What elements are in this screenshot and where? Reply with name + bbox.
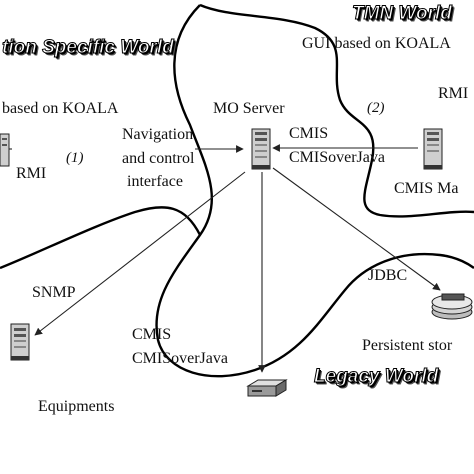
rmi-left-label: RMI	[16, 165, 47, 182]
application-world-boundary	[0, 206, 202, 270]
application-world-label: tion Specific World	[2, 37, 175, 58]
snmp-label: SNMP	[32, 284, 76, 301]
nav-line-1: Navigation	[122, 126, 194, 143]
jdbc-label: JDBC	[368, 267, 408, 284]
gui-right-label: GUI based on KOALA	[302, 35, 451, 52]
jdbc-arrow	[272, 167, 441, 291]
step-2-label: (2)	[367, 100, 385, 116]
gui-left-label: based on KOALA	[2, 100, 119, 117]
cmis-over-java-upper-label: CMISoverJava	[289, 149, 385, 166]
tmn-world-label: TMN World	[352, 3, 453, 24]
legacy-world-label: Legacy World	[313, 366, 439, 387]
rmi-right-label: RMI	[438, 85, 469, 102]
nav-line-2: and control	[122, 150, 195, 167]
database-icon	[431, 293, 473, 320]
legacy-device-icon	[246, 379, 288, 397]
step-1-label: (1)	[66, 150, 84, 166]
mo-server-icon	[251, 128, 271, 170]
cmis-manager-icon	[423, 128, 443, 170]
tmn-world-boundary	[155, 4, 474, 378]
persistent-storage-label: Persistent stor	[362, 337, 453, 354]
equipment-icon	[10, 323, 30, 361]
equipments-label: Equipments	[38, 398, 115, 415]
cmis-lower-label: CMIS	[132, 326, 172, 343]
snmp-arrow	[34, 171, 246, 336]
nav-line-3: interface	[127, 173, 183, 190]
cmis-manager-label: CMIS Ma	[394, 180, 459, 197]
cmis-upper-label: CMIS	[289, 125, 329, 142]
gui-client-icon	[0, 133, 10, 167]
mo-server-label: MO Server	[213, 100, 285, 117]
tmn-world-top-boundary	[199, 3, 474, 218]
cmis-over-java-lower-label: CMISoverJava	[132, 350, 228, 367]
